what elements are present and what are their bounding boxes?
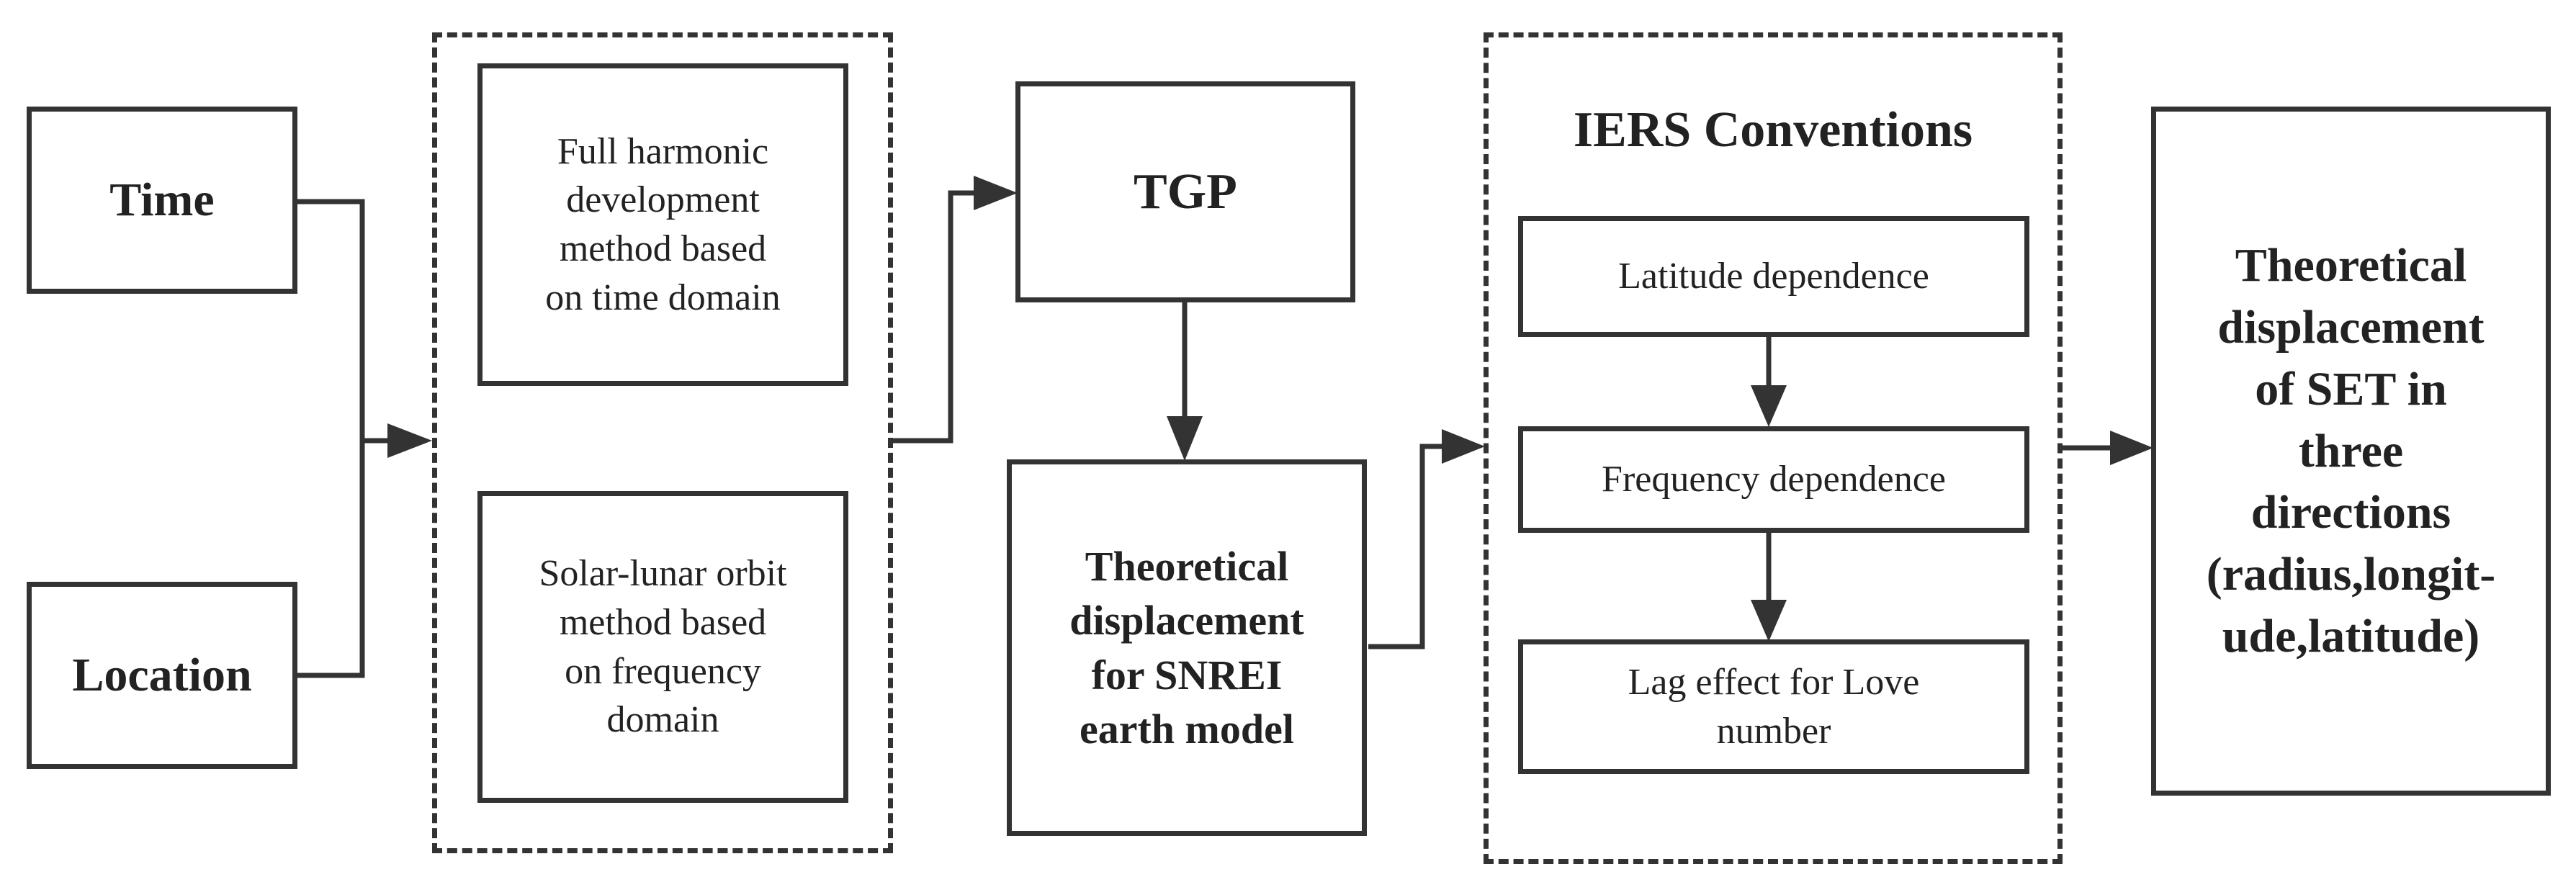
- connector-location: [297, 441, 365, 678]
- arrowhead-frequency: [1751, 385, 1787, 427]
- snrei-box: Theoretical displacement for SNREI earth…: [1007, 459, 1367, 836]
- arrowhead-iers: [1442, 429, 1485, 464]
- time-domain-method-box: Full harmonic development method based o…: [477, 63, 848, 386]
- tgp-label: TGP: [1134, 164, 1237, 220]
- arrowhead-output: [2110, 431, 2153, 465]
- latitude-dependence-label: Latitude dependence: [1618, 256, 1929, 297]
- connector-snrei-to-iers: [1368, 444, 1451, 649]
- time-box: Time: [27, 107, 297, 294]
- iers-title: IERS Conventions: [1573, 102, 1973, 158]
- arrowhead-methods: [387, 423, 432, 458]
- iers-group: [1484, 32, 2063, 864]
- connector-time: [297, 199, 365, 441]
- frequency-domain-method-box: Solar-lunar orbit method based on freque…: [477, 491, 848, 803]
- location-label: Location: [72, 649, 252, 702]
- connector-methods-to-tgp: [893, 190, 979, 444]
- tgp-box: TGP: [1015, 81, 1355, 302]
- lag-effect-box: Lag effect for Love number: [1518, 639, 2029, 774]
- methods-group: [432, 32, 893, 853]
- frequency-domain-method-label: Solar-lunar orbit method based on freque…: [539, 553, 787, 741]
- arrowhead-lag: [1751, 600, 1787, 642]
- location-box: Location: [27, 582, 297, 769]
- frequency-dependence-label: Frequency dependence: [1602, 459, 1946, 500]
- lag-effect-label: Lag effect for Love number: [1628, 661, 1920, 752]
- output-label: Theoretical displacement of SET in three…: [2206, 239, 2496, 662]
- frequency-dependence-box: Frequency dependence: [1518, 426, 2029, 533]
- time-domain-method-label: Full harmonic development method based o…: [545, 130, 781, 318]
- latitude-dependence-box: Latitude dependence: [1518, 216, 2029, 337]
- arrowhead-snrei: [1167, 416, 1203, 461]
- time-label: Time: [109, 174, 215, 227]
- output-box: Theoretical displacement of SET in three…: [2151, 107, 2551, 796]
- snrei-label: Theoretical displacement for SNREI earth…: [1069, 542, 1304, 752]
- arrowhead-tgp: [974, 176, 1018, 210]
